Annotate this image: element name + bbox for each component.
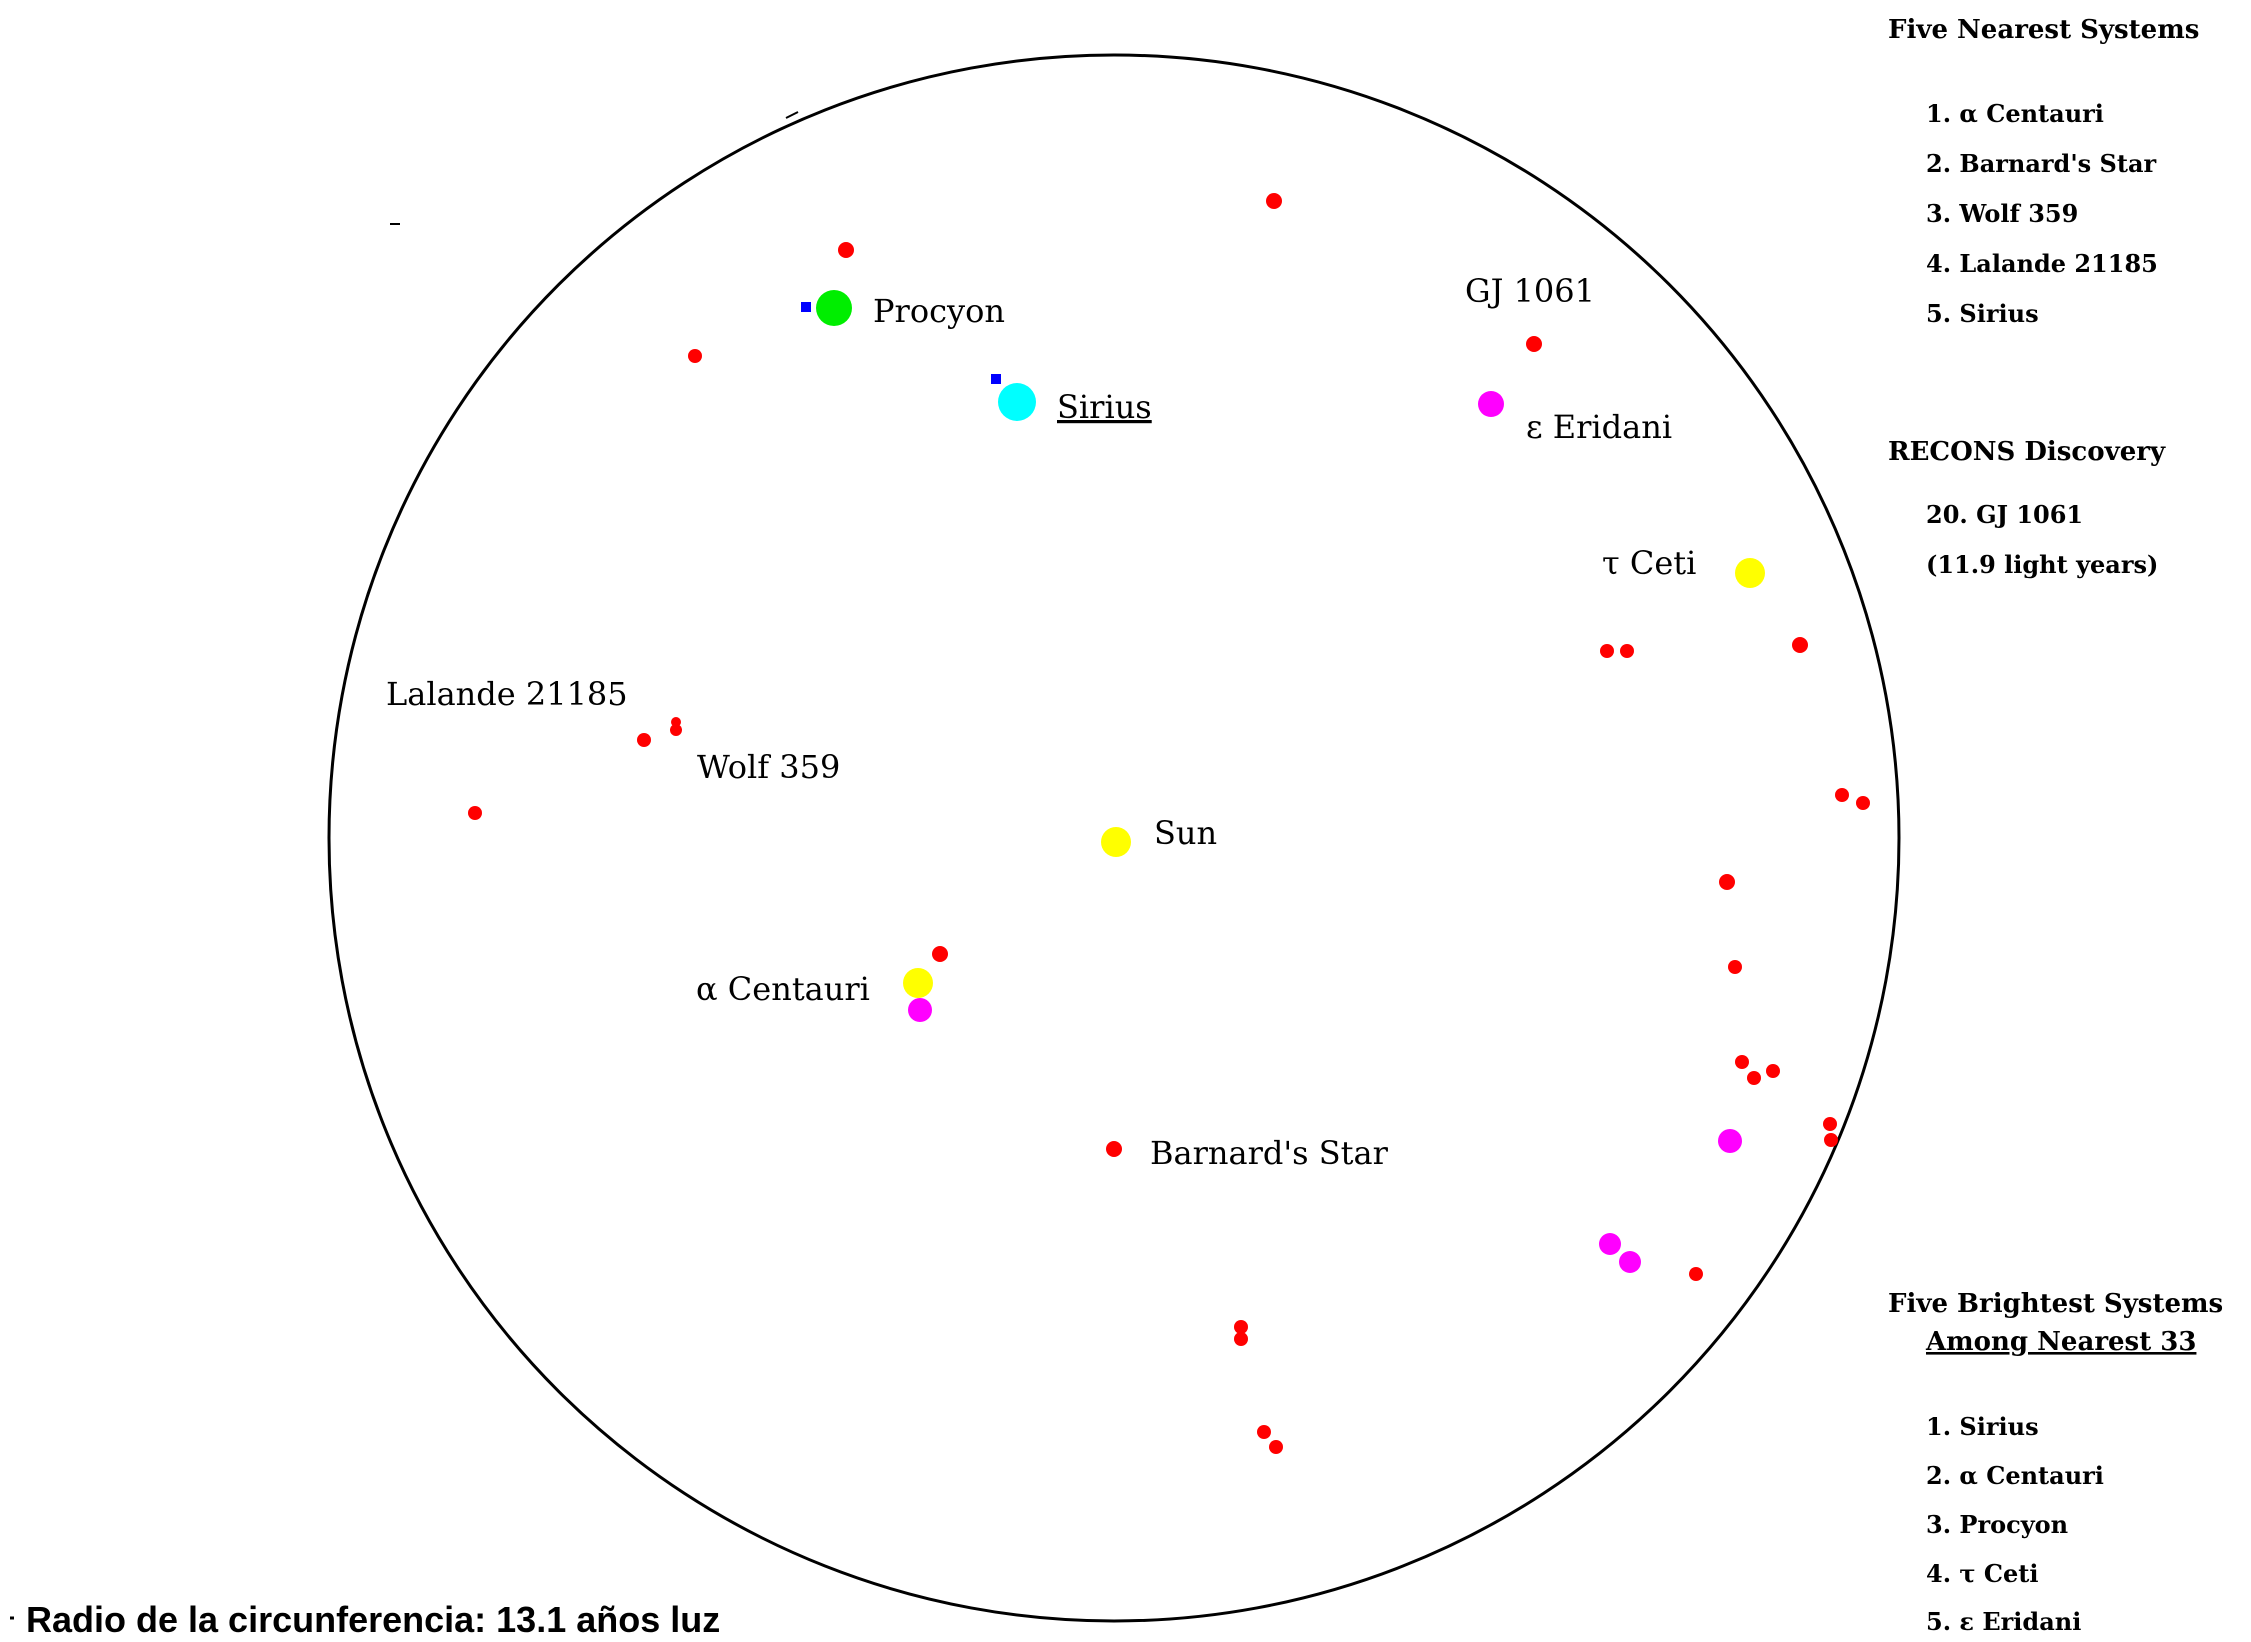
- nearest-item: 2. Barnard's Star: [1926, 149, 2157, 178]
- star-dot: [1599, 1233, 1621, 1255]
- star-dot: [1266, 193, 1282, 209]
- eps-eridani-label: ε Eridani: [1526, 408, 1672, 446]
- procyon-label: Procyon: [873, 292, 1005, 330]
- alpha-centauri-a-star: [903, 968, 933, 998]
- tau-ceti-star: [1735, 558, 1765, 588]
- radius-circle: [327, 53, 1901, 1623]
- wolf-359-star: [670, 724, 682, 736]
- star-dot: [1823, 1117, 1837, 1131]
- tau-ceti-label: τ Ceti: [1602, 544, 1696, 582]
- star-dot: [1234, 1332, 1248, 1346]
- star-dot: [1620, 644, 1634, 658]
- wolf-359-label: Wolf 359: [697, 748, 840, 786]
- star-dot: [1718, 1129, 1742, 1153]
- star-dot: [1689, 1267, 1703, 1281]
- nearest-systems-panel: Five Nearest Systems 1. α Centauri 2. Ba…: [1888, 15, 2199, 328]
- brightest-systems-subtitle: Among Nearest 33: [1925, 1327, 2196, 1357]
- star-dot: [1735, 1055, 1749, 1069]
- star-dot: [1766, 1064, 1780, 1078]
- tick-mark: [785, 111, 799, 119]
- sun-star: [1101, 827, 1131, 857]
- brightest-systems-panel: Five Brightest Systems Among Nearest 33 …: [1888, 1289, 2223, 1636]
- lalande-21185-label: Lalande 21185: [386, 675, 628, 713]
- alpha-centauri-b-star: [908, 998, 932, 1022]
- wolf-359-star: [671, 717, 681, 727]
- brightest-item: 5. ε Eridani: [1926, 1607, 2081, 1636]
- sirius-b-companion: [991, 374, 1001, 384]
- recons-discovery-panel: RECONS Discovery 20. GJ 1061 (11.9 light…: [1888, 437, 2166, 579]
- brightest-systems-title: Five Brightest Systems: [1888, 1289, 2223, 1319]
- nearest-item: 5. Sirius: [1926, 299, 2039, 328]
- eps-eridani-star: [1478, 391, 1504, 417]
- star-dot: [1234, 1320, 1248, 1334]
- alpha-centauri-label: α Centauri: [696, 970, 870, 1008]
- star-dot: [1856, 796, 1870, 810]
- star-dot: [1269, 1440, 1283, 1454]
- star-dot: [1747, 1071, 1761, 1085]
- brightest-item: 1. Sirius: [1926, 1412, 2039, 1441]
- star-dot: [1719, 874, 1735, 890]
- recons-item: 20. GJ 1061: [1926, 500, 2083, 529]
- star-dot: [688, 349, 702, 363]
- star-dot: [1619, 1251, 1641, 1273]
- star-dot: [1835, 788, 1849, 802]
- nearest-item: 4. Lalande 21185: [1926, 249, 2158, 278]
- radius-caption: Radio de la circunferencia: 13.1 años lu…: [26, 1599, 720, 1640]
- brightest-item: 3. Procyon: [1926, 1510, 2068, 1539]
- nearest-item: 3. Wolf 359: [1926, 199, 2078, 228]
- sirius-star: [998, 383, 1036, 421]
- brightest-item: 2. α Centauri: [1926, 1461, 2104, 1490]
- gj-1061-label: GJ 1061: [1465, 272, 1595, 310]
- star-dot: [468, 806, 482, 820]
- barnards-star-label: Barnard's Star: [1150, 1134, 1389, 1172]
- star-dot: [1600, 644, 1614, 658]
- procyon-star: [816, 290, 852, 326]
- recons-discovery-title: RECONS Discovery: [1888, 437, 2166, 467]
- brightest-item: 4. τ Ceti: [1926, 1559, 2039, 1588]
- lalande-21185-star: [637, 733, 651, 747]
- nearest-systems-title: Five Nearest Systems: [1888, 15, 2199, 45]
- star-dot: [1824, 1133, 1838, 1147]
- sun-label: Sun: [1154, 814, 1217, 852]
- barnards-star: [1106, 1141, 1122, 1157]
- gj-1061-star: [1526, 336, 1542, 352]
- sirius-label: Sirius: [1057, 388, 1152, 426]
- star-dot: [838, 242, 854, 258]
- star-dot: [1792, 637, 1808, 653]
- recons-item: (11.9 light years): [1926, 550, 2158, 579]
- alpha-centauri-c-star: [932, 946, 948, 962]
- star-dot: [1257, 1425, 1271, 1439]
- procyon-b-companion: [801, 302, 811, 312]
- star-dot: [1728, 960, 1742, 974]
- nearest-item: 1. α Centauri: [1926, 99, 2104, 128]
